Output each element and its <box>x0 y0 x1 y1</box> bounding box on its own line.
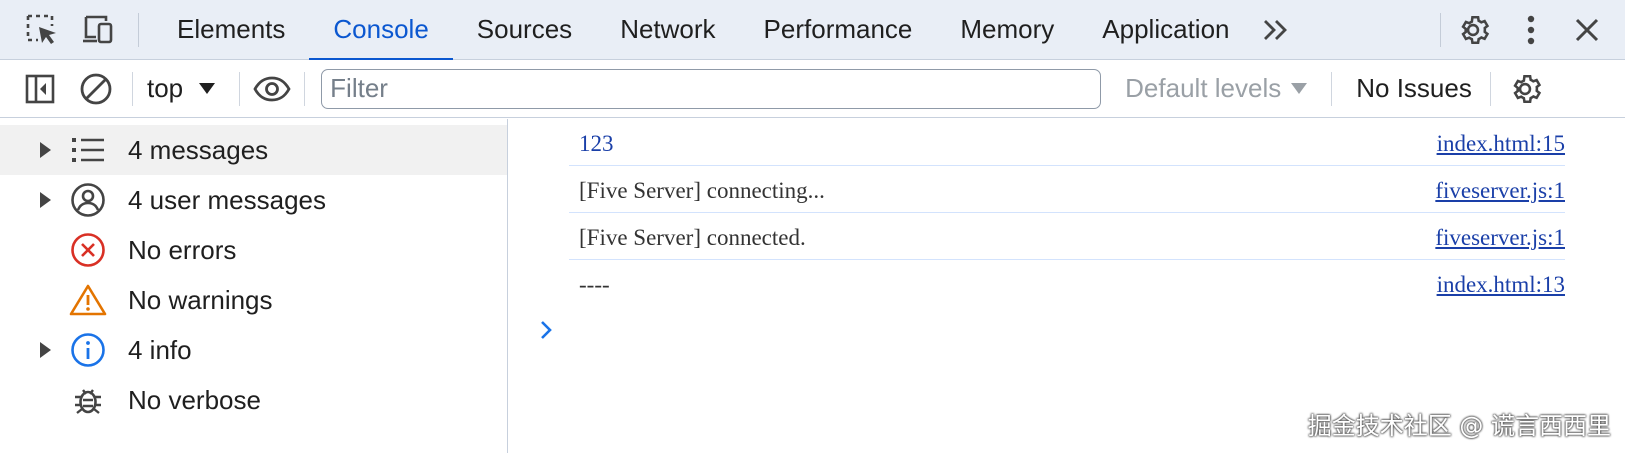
context-selector[interactable]: top <box>135 73 229 104</box>
tab-application[interactable]: Application <box>1078 0 1253 60</box>
expand-arrow-icon[interactable] <box>40 142 51 158</box>
source-link[interactable]: fiveserver.js:1 <box>1435 178 1565 203</box>
toolbar-divider <box>304 71 306 106</box>
toolbar-divider <box>1489 71 1491 106</box>
tabbar-divider <box>138 12 139 47</box>
caret-down-icon <box>1291 83 1308 94</box>
console-message: ---- index.html:13 <box>569 260 1565 307</box>
tab-sources[interactable]: Sources <box>453 0 596 60</box>
clear-console-icon <box>80 73 112 104</box>
console-settings-button[interactable] <box>1503 67 1547 111</box>
issues-counter[interactable]: No Issues <box>1356 73 1472 103</box>
gear-icon <box>1513 74 1541 103</box>
tab-label: Performance <box>763 14 913 44</box>
tab-console[interactable]: Console <box>309 0 454 61</box>
tab-memory[interactable]: Memory <box>936 0 1078 60</box>
close-icon <box>1575 18 1599 41</box>
tab-label: Elements <box>177 14 286 44</box>
clear-console-button[interactable] <box>74 67 118 111</box>
tab-label: Network <box>620 14 716 44</box>
sidebar-item-user-messages[interactable]: 4 user messages <box>0 175 507 225</box>
tab-label: Application <box>1102 14 1230 44</box>
message-text: ---- <box>579 272 610 297</box>
watermark: 掘金技术社区 @ 谎言西西里 <box>1307 412 1611 440</box>
chevron-right-icon <box>541 321 552 339</box>
tab-label: Sources <box>476 14 573 44</box>
tab-label: Console <box>333 14 429 44</box>
close-devtools-button[interactable] <box>1565 8 1609 52</box>
log-levels-dropdown[interactable]: Default levels <box>1111 73 1321 104</box>
toolbar-divider <box>239 71 241 106</box>
source-link[interactable]: index.html:13 <box>1436 272 1565 297</box>
console-prompt[interactable] <box>534 318 558 342</box>
sidebar-item-warnings[interactable]: No warnings <box>0 275 507 325</box>
message-text: [Five Server] connected. <box>579 225 806 250</box>
tab-network[interactable]: Network <box>596 0 739 60</box>
show-sidebar-button[interactable] <box>18 67 62 111</box>
sidebar-item-verbose[interactable]: No verbose <box>0 375 507 425</box>
sidebar-toggle-icon <box>25 74 55 103</box>
double-chevron-right-icon <box>1263 19 1287 40</box>
kebab-menu-icon <box>1527 15 1535 44</box>
expand-arrow-icon[interactable] <box>40 192 51 208</box>
sidebar-item-label: 4 messages <box>128 134 269 165</box>
source-link[interactable]: fiveserver.js:1 <box>1435 225 1565 250</box>
error-icon <box>68 230 108 270</box>
more-tabs-button[interactable] <box>1254 8 1298 52</box>
sidebar-item-errors[interactable]: No errors <box>0 225 507 275</box>
toolbar-divider <box>132 71 133 106</box>
sidebar-item-label: 4 user messages <box>128 184 326 215</box>
user-icon <box>68 180 108 220</box>
context-label: top <box>147 73 184 103</box>
filter-input[interactable] <box>321 68 1102 109</box>
info-icon <box>68 330 108 370</box>
tab-elements[interactable]: Elements <box>153 0 309 60</box>
console-toolbar: top Default levels No Issues <box>0 60 1625 118</box>
sidebar-item-label: No verbose <box>128 384 261 415</box>
console-message: [Five Server] connected. fiveserver.js:1 <box>569 213 1565 260</box>
sidebar-item-label: No errors <box>128 234 237 265</box>
tab-performance[interactable]: Performance <box>740 0 937 60</box>
log-levels-label: Default levels <box>1125 73 1282 103</box>
list-icon <box>68 130 108 170</box>
sidebar-item-label: 4 info <box>128 334 192 365</box>
tabbar-divider <box>1440 12 1441 47</box>
device-toggle-icon[interactable] <box>76 8 120 52</box>
select-element-icon[interactable] <box>20 8 64 52</box>
gear-icon <box>1461 15 1490 44</box>
bug-icon <box>68 380 108 420</box>
message-text: 123 <box>579 131 614 156</box>
tab-label: Memory <box>960 14 1055 44</box>
sidebar-item-messages[interactable]: 4 messages <box>0 125 507 175</box>
settings-button[interactable] <box>1451 8 1495 52</box>
source-link[interactable]: index.html:15 <box>1436 131 1565 156</box>
message-text: [Five Server] connecting... <box>579 178 825 203</box>
live-expression-button[interactable] <box>250 67 294 111</box>
toolbar-divider <box>1331 71 1333 106</box>
console-message: 123 index.html:15 <box>569 119 1565 166</box>
devtools-tabbar: Elements Console Sources Network Perform… <box>0 0 1625 61</box>
eye-icon <box>253 76 291 101</box>
console-sidebar: 4 messages 4 user messages No errors <box>0 119 508 453</box>
console-message: [Five Server] connecting... fiveserver.j… <box>569 166 1565 213</box>
caret-down-icon <box>199 83 216 94</box>
more-options-button[interactable] <box>1509 8 1553 52</box>
sidebar-item-label: No warnings <box>128 284 273 315</box>
console-messages: 123 index.html:15 [Five Server] connecti… <box>509 119 1625 453</box>
sidebar-item-info[interactable]: 4 info <box>0 325 507 375</box>
expand-arrow-icon[interactable] <box>40 342 51 358</box>
warning-icon <box>68 280 108 320</box>
